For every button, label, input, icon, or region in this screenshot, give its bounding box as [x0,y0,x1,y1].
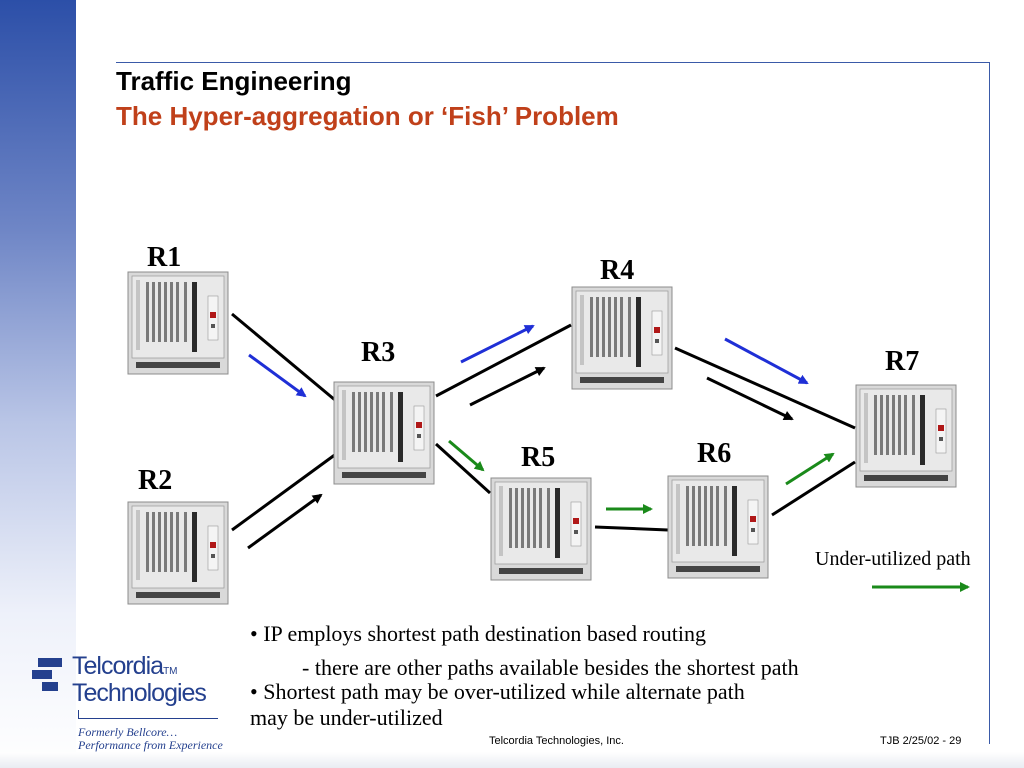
bullet-item: • IP employs shortest path destination b… [250,621,706,646]
router-r6 [667,475,769,579]
router-label-r7: R7 [885,346,919,377]
traffic-arrow-r4r7-blue [724,337,809,385]
logo-rule [78,718,218,719]
link-r5-r6 [594,525,669,532]
traffic-arrow-r3r4-black [469,366,546,407]
frame-right-rule [989,62,990,744]
traffic-arrow-r3r4-blue [460,324,535,364]
router-r3 [333,381,435,485]
legend-label: Under-utilized path [815,548,971,570]
router-r5 [490,477,592,581]
logo-tagline-2: Performance from Experience [78,738,223,752]
traffic-arrow-r2-black [247,493,323,550]
router-r4 [571,286,673,390]
link-r6-r7 [771,460,856,517]
link-r3-r5 [434,442,492,495]
traffic-arrow-r3r5-green [448,439,485,472]
router-label-r1: R1 [147,242,181,273]
traffic-arrow-r6r7-green [785,452,835,486]
sidebar-gradient [0,0,76,768]
link-r3-r4 [435,323,572,398]
bullet-item: • Shortest path may be over-utilized whi… [250,679,745,704]
router-label-r2: R2 [138,465,172,496]
traffic-arrow-r1-blue [248,353,307,398]
router-label-r6: R6 [697,438,731,469]
router-r1 [127,271,229,375]
telcordia-logo: TelcordiaTM Technologies Formerly Bellco… [32,652,232,752]
logo-name-line1: Telcordia [72,652,164,680]
footer-company: Telcordia Technologies, Inc. [489,735,624,747]
logo-rule-vertical [78,710,79,718]
link-r4-r7 [674,346,856,430]
traffic-arrow-r4r7-black [706,376,794,421]
link-r1-r3 [231,312,336,402]
sub-bullet-item: - there are other paths available beside… [302,655,799,680]
router-r2 [127,501,229,605]
slide-title: Traffic Engineering [116,66,352,96]
frame-top-rule [116,62,990,63]
router-label-r4: R4 [600,255,634,286]
footer-slide-ref: TJB 2/25/02 - 29 [880,735,962,747]
router-label-r5: R5 [521,442,555,473]
router-r7 [855,384,957,488]
telcordia-logo-icon [32,658,62,691]
bottom-band [0,752,1024,768]
link-r2-r3 [231,452,337,532]
logo-name-line2: Technologies [72,679,207,707]
logo-tagline-1: Formerly Bellcore… [78,725,178,739]
bullet-item-continuation: may be under-utilized [250,705,443,730]
router-label-r3: R3 [361,337,395,368]
logo-trademark: TM [163,666,178,677]
slide-subtitle: The Hyper-aggregation or ‘Fish’ Problem [116,101,619,131]
